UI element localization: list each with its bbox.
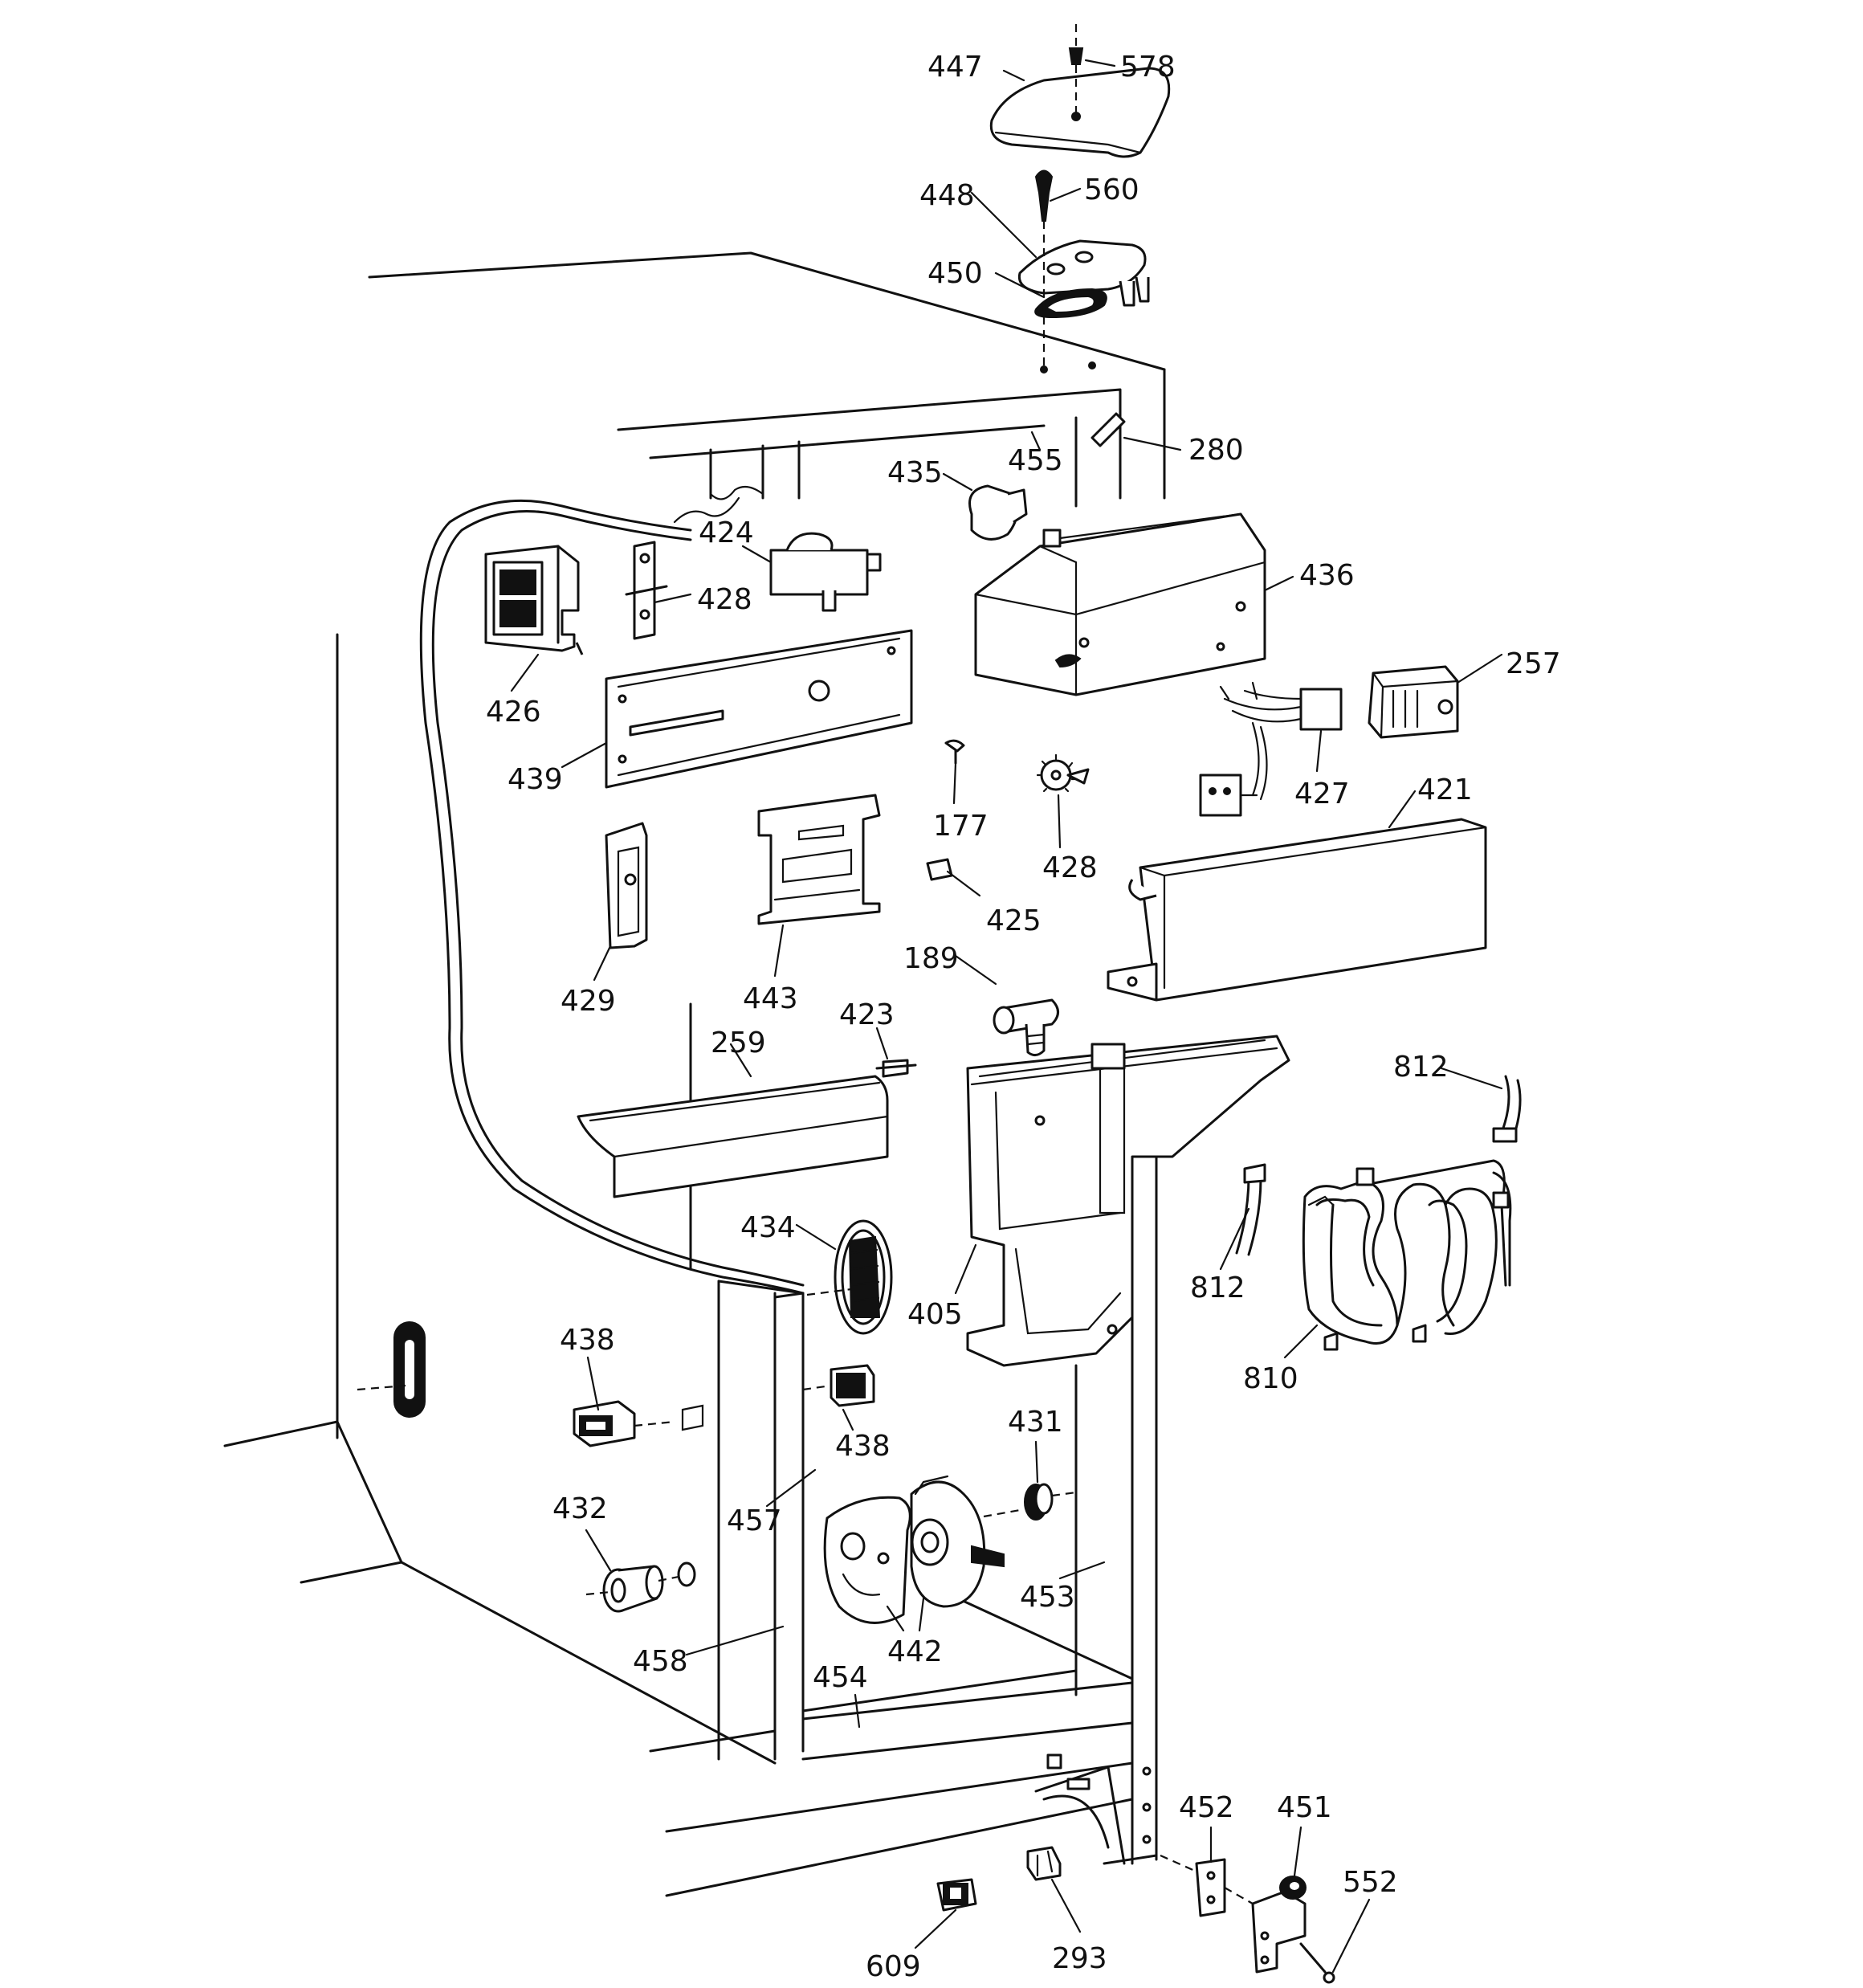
clip-293 bbox=[1026, 1846, 1062, 1881]
callout-451: 451 bbox=[1277, 1791, 1332, 1824]
fitting-189 bbox=[993, 998, 1059, 1056]
tube-812-lower bbox=[1235, 1163, 1266, 1256]
callout-455: 455 bbox=[1008, 444, 1063, 477]
screw-552 bbox=[1299, 1942, 1335, 1984]
pin-280 bbox=[1090, 412, 1126, 447]
switch-426 bbox=[484, 545, 584, 655]
clip-609 bbox=[936, 1878, 977, 1912]
bracket-429 bbox=[605, 822, 648, 949]
callout-448: 448 bbox=[919, 179, 975, 212]
duct-405 bbox=[966, 1035, 1290, 1367]
callout-439: 439 bbox=[508, 763, 563, 796]
block-425 bbox=[926, 858, 953, 881]
callout-429: 429 bbox=[561, 985, 616, 1018]
channel-421 bbox=[1107, 818, 1487, 1002]
grommet-431 bbox=[1024, 1483, 1077, 1521]
hinge-screw-560 bbox=[1034, 169, 1096, 374]
hinge-shim-450 bbox=[1034, 288, 1107, 319]
callout-labels: 578 447 448 560 450 455 280 435 424 428 … bbox=[486, 51, 1561, 1983]
callout-443: 443 bbox=[743, 982, 798, 1015]
callout-428-gear: 428 bbox=[1042, 851, 1098, 884]
callout-189: 189 bbox=[903, 942, 959, 975]
callout-405: 405 bbox=[907, 1298, 963, 1331]
callout-578: 578 bbox=[1120, 51, 1176, 84]
hinge-451 bbox=[1224, 1876, 1307, 1974]
callout-450: 450 bbox=[927, 257, 983, 290]
damper-435 bbox=[968, 484, 1028, 541]
callout-810: 810 bbox=[1243, 1362, 1298, 1395]
callout-812-lower: 812 bbox=[1190, 1272, 1245, 1304]
leader-lines bbox=[510, 59, 1503, 1974]
lens-434 bbox=[806, 1219, 893, 1335]
callout-426: 426 bbox=[486, 696, 541, 729]
switch-438-left bbox=[573, 1400, 704, 1447]
callout-447: 447 bbox=[927, 51, 983, 84]
callout-427: 427 bbox=[1294, 778, 1350, 810]
gear-428 bbox=[1036, 753, 1090, 793]
callout-552: 552 bbox=[1343, 1866, 1398, 1899]
bracket-443 bbox=[757, 794, 881, 925]
fan-assembly-442 bbox=[823, 1475, 1021, 1624]
callout-438-right: 438 bbox=[835, 1430, 891, 1463]
bracket-428-upper bbox=[625, 541, 668, 640]
callout-812-upper: 812 bbox=[1393, 1051, 1449, 1084]
callout-560: 560 bbox=[1084, 173, 1139, 206]
callout-425: 425 bbox=[986, 904, 1042, 937]
callout-280: 280 bbox=[1188, 434, 1244, 467]
side-vent bbox=[357, 1321, 426, 1418]
callout-432: 432 bbox=[552, 1492, 608, 1525]
trim-259 bbox=[577, 1075, 889, 1198]
thermostat-424 bbox=[769, 532, 882, 612]
callout-428: 428 bbox=[697, 583, 752, 616]
callout-257: 257 bbox=[1506, 647, 1561, 680]
cabinet-outline bbox=[223, 251, 1166, 1897]
callout-436: 436 bbox=[1299, 559, 1355, 592]
harness-427 bbox=[1199, 681, 1343, 817]
callout-421: 421 bbox=[1417, 774, 1473, 806]
callout-609: 609 bbox=[866, 1950, 921, 1983]
tube-812-upper bbox=[1492, 1075, 1522, 1143]
hinge-plate bbox=[1017, 239, 1150, 307]
callout-454: 454 bbox=[813, 1661, 868, 1694]
callout-442: 442 bbox=[887, 1635, 943, 1668]
callout-177: 177 bbox=[933, 810, 989, 843]
callout-424: 424 bbox=[699, 516, 754, 549]
callout-452: 452 bbox=[1179, 1791, 1234, 1824]
part-423 bbox=[875, 1059, 917, 1078]
callout-458: 458 bbox=[633, 1645, 688, 1678]
callout-423: 423 bbox=[839, 998, 895, 1031]
bushing-432 bbox=[585, 1561, 696, 1613]
control-box-436 bbox=[974, 512, 1266, 696]
timer-257 bbox=[1368, 665, 1459, 739]
callout-293: 293 bbox=[1052, 1942, 1107, 1975]
callout-438-left: 438 bbox=[560, 1324, 615, 1357]
callout-431: 431 bbox=[1008, 1406, 1063, 1439]
callout-453: 453 bbox=[1020, 1581, 1075, 1614]
top-hinge-cover bbox=[989, 67, 1171, 158]
heater-810 bbox=[1302, 1159, 1512, 1351]
mounting-rail-439 bbox=[605, 629, 913, 789]
callout-434: 434 bbox=[740, 1211, 796, 1244]
screw-177 bbox=[944, 739, 965, 765]
wire-harness bbox=[419, 499, 805, 1295]
switch-438-right bbox=[802, 1364, 875, 1407]
screw-578 bbox=[1068, 24, 1084, 112]
callout-457: 457 bbox=[727, 1504, 782, 1537]
callout-259: 259 bbox=[711, 1027, 766, 1059]
callout-435: 435 bbox=[887, 456, 943, 489]
plate-452 bbox=[1160, 1854, 1226, 1917]
